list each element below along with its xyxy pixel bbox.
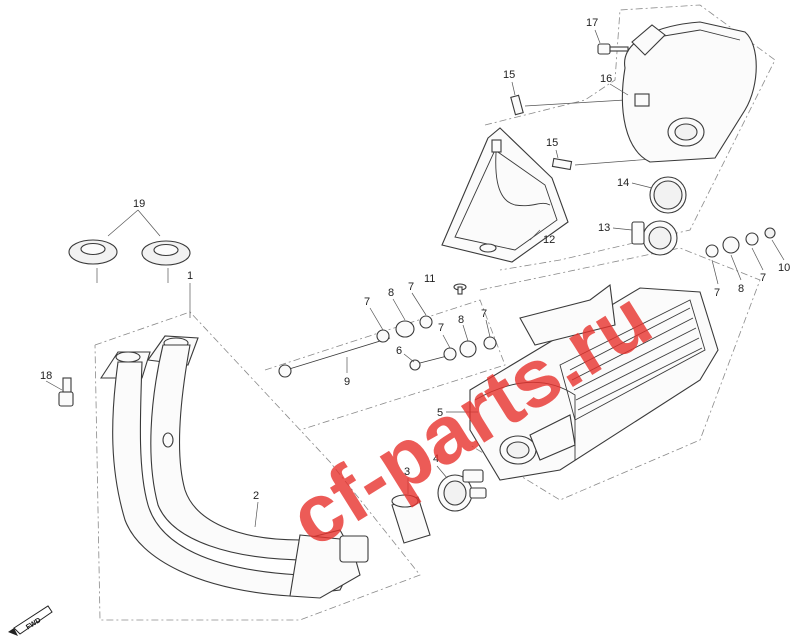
long-bolt-part xyxy=(278,315,433,378)
callout-16: 16 xyxy=(600,73,612,85)
callout-8: 8 xyxy=(738,283,744,295)
callout-9: 9 xyxy=(344,376,350,388)
short-bolt-part xyxy=(409,336,497,371)
end-cap-part xyxy=(621,21,757,163)
callout-7: 7 xyxy=(760,272,766,284)
forward-direction-badge: FWD xyxy=(8,605,53,636)
ring-gasket-part xyxy=(649,176,687,214)
callout-13: 13 xyxy=(598,222,610,234)
callout-10: 10 xyxy=(778,262,790,274)
callout-18: 18 xyxy=(40,370,52,382)
callout-12: 12 xyxy=(543,234,555,246)
callout-5: 5 xyxy=(437,407,443,419)
callout-7: 7 xyxy=(364,296,370,308)
small-clamp-part xyxy=(631,220,678,256)
group-outline-heatshield xyxy=(484,4,776,271)
heat-shield-part xyxy=(441,127,569,263)
washer-stack-part xyxy=(705,227,776,258)
group-outline-bolts xyxy=(264,299,506,431)
clip-part-upper xyxy=(510,94,524,116)
callout-15: 15 xyxy=(503,69,515,81)
screw-part xyxy=(453,283,467,295)
callout-8: 8 xyxy=(388,287,394,299)
header-pipe-part xyxy=(99,335,369,599)
callout-7: 7 xyxy=(408,281,414,293)
clip-part-lower xyxy=(551,157,573,171)
callout-7: 7 xyxy=(438,322,444,334)
callout-2: 2 xyxy=(253,490,259,502)
callout-3: 3 xyxy=(404,466,410,478)
callout-1: 1 xyxy=(187,270,193,282)
callout-19: 19 xyxy=(133,198,145,210)
cap-bolt-part xyxy=(597,43,629,55)
gasket-part xyxy=(68,239,191,266)
callout-8: 8 xyxy=(458,314,464,326)
callout-4: 4 xyxy=(433,453,439,465)
callout-11: 11 xyxy=(424,273,435,285)
callout-6: 6 xyxy=(396,345,402,357)
callout-7: 7 xyxy=(714,287,720,299)
callout-7: 7 xyxy=(481,308,487,320)
group-outline-muffler xyxy=(469,247,761,501)
clamp-part xyxy=(437,469,487,512)
callout-14: 14 xyxy=(617,177,629,189)
callout-17: 17 xyxy=(586,17,598,29)
sleeve-part xyxy=(391,494,431,544)
callout-15: 15 xyxy=(546,137,558,149)
stud-part xyxy=(58,377,74,407)
muffler-part xyxy=(469,283,719,481)
